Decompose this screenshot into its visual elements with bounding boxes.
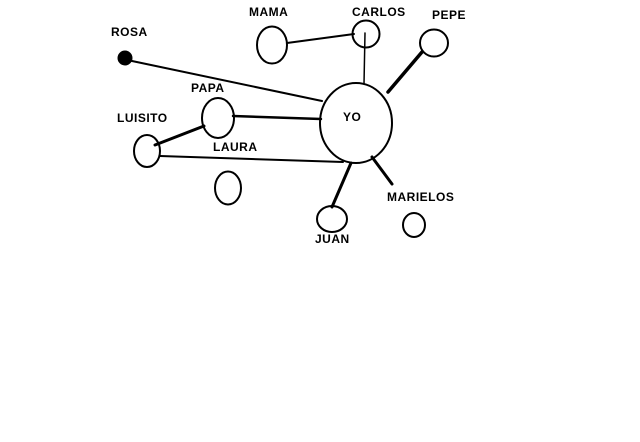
node-juan-node — [316, 205, 348, 233]
node-papa-node — [201, 97, 235, 139]
node-pepe-node — [419, 28, 449, 58]
label-luisito: LUISITO — [117, 111, 168, 125]
edge-papa-to-yo — [231, 114, 323, 121]
label-pepe: PEPE — [432, 8, 466, 22]
node-mama-node — [256, 25, 288, 65]
edge-carlos-to-yo — [363, 32, 366, 85]
node-rosa-dot — [117, 50, 133, 66]
edge-mama-to-carlos — [286, 33, 355, 44]
label-rosa: ROSA — [111, 25, 148, 39]
label-yo: YO — [343, 110, 361, 124]
edge-luisito-to-yo — [159, 155, 344, 163]
label-juan: JUAN — [315, 232, 350, 246]
node-yo-node — [319, 82, 393, 164]
label-mama: MAMA — [249, 5, 288, 19]
label-papa: PAPA — [191, 81, 225, 95]
label-carlos: CARLOS — [352, 5, 406, 19]
edge-pepe-to-yo — [386, 50, 424, 94]
edge-yo-to-marielos — [370, 155, 394, 186]
node-carlos-node — [351, 19, 381, 49]
node-luisito-node — [133, 134, 161, 168]
node-unlabeled-node — [214, 170, 242, 206]
node-marielos-node — [402, 212, 426, 238]
label-laura: LAURA — [213, 140, 258, 154]
edge-luisito-to-papa — [153, 124, 206, 147]
edge-rosa-to-yo — [131, 60, 323, 102]
edge-yo-to-juan — [330, 161, 353, 209]
label-marielos: MARIELOS — [387, 190, 454, 204]
